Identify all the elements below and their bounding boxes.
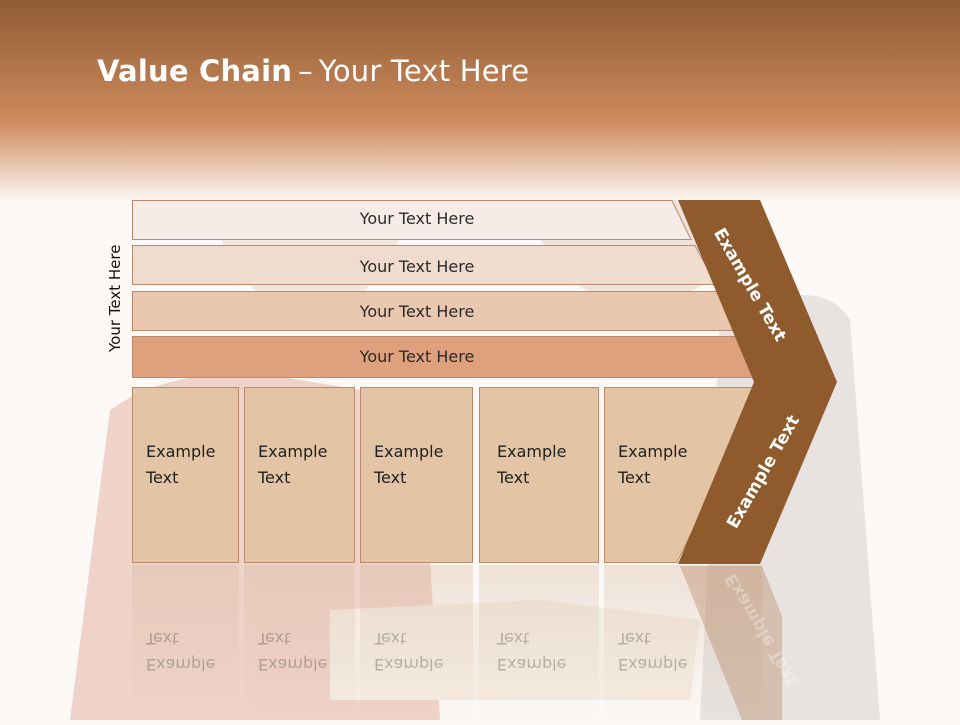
title-dash: – bbox=[298, 54, 313, 88]
support-row-2: Your Text Here bbox=[132, 245, 717, 285]
margin-chevron bbox=[678, 200, 837, 564]
support-row-2-label: Your Text Here bbox=[359, 257, 475, 276]
support-row-1-shape bbox=[132, 200, 692, 240]
title-bold: Value Chain bbox=[97, 54, 293, 88]
support-row-3-label: Your Text Here bbox=[359, 302, 475, 321]
support-row-3: Your Text Here bbox=[132, 291, 740, 331]
support-row-1-label: Your Text Here bbox=[359, 209, 475, 228]
reflection-1-fade bbox=[132, 565, 239, 725]
primary-box-3-shape bbox=[360, 387, 473, 563]
title-rest: Your Text Here bbox=[318, 54, 530, 88]
support-row-1: Your Text Here bbox=[132, 200, 692, 240]
side-label: Your Text Here bbox=[106, 244, 124, 352]
reflection-4-fade bbox=[479, 565, 599, 725]
primary-box-1-shape bbox=[132, 387, 239, 563]
reflection-2-fade bbox=[244, 565, 355, 725]
reflection-5-fade bbox=[604, 565, 762, 725]
primary-box-4-shape bbox=[479, 387, 599, 563]
primary-box-2-shape bbox=[244, 387, 355, 563]
reflection-3-fade bbox=[360, 565, 473, 725]
slide-title: Value Chain–Your Text Here bbox=[97, 54, 529, 88]
chevron-reflection bbox=[680, 566, 782, 720]
support-row-4-label: Your Text Here bbox=[359, 347, 475, 366]
